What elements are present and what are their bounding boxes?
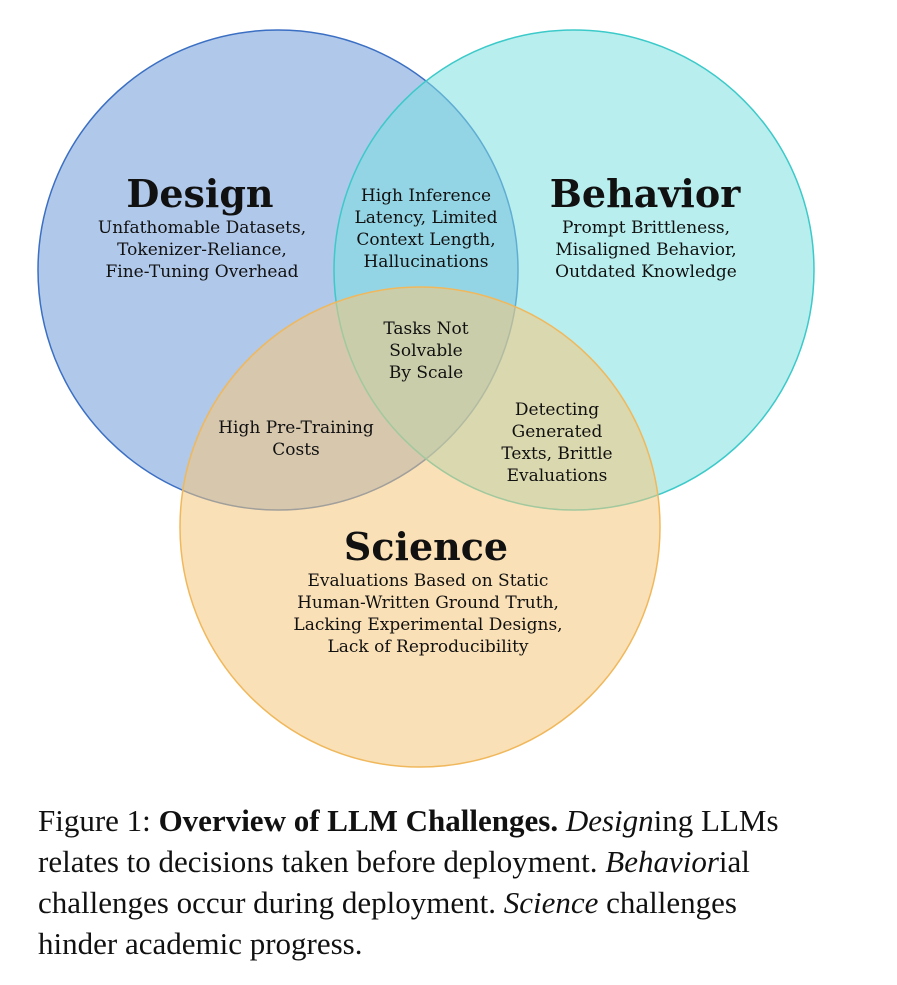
science-item-2: Human-Written Ground Truth, — [297, 593, 559, 613]
figure-caption: Figure 1: Overview of LLM Challenges. De… — [38, 800, 818, 964]
caption-design-text: ing LLMs relates to decisions taken befo… — [38, 803, 779, 879]
design-item-3: Fine-Tuning Overhead — [105, 262, 298, 282]
caption-science-italic: Science — [503, 885, 599, 920]
behavior-title: Behavior — [550, 171, 741, 216]
behavior-science-line-1: Detecting — [515, 400, 599, 420]
design-behavior-line-3: Context Length, — [356, 230, 495, 250]
behavior-item-1: Prompt Brittleness, — [562, 218, 730, 238]
behavior-science-line-2: Generated — [512, 422, 603, 442]
behavior-item-2: Misaligned Behavior, — [555, 240, 736, 260]
behavior-item-3: Outdated Knowledge — [555, 262, 737, 282]
center-line-2: Solvable — [389, 341, 462, 361]
caption-science-text: challenges hinder academic progress. — [38, 885, 737, 961]
design-item-2: Tokenizer-Reliance, — [117, 240, 287, 260]
caption-behavior-italic: Behavior — [605, 844, 719, 879]
caption-design-italic: Design — [565, 803, 654, 838]
venn-diagram: Design Unfathomable Datasets, Tokenizer-… — [37, 29, 815, 768]
behavior-science-line-3: Texts, Brittle — [501, 444, 612, 464]
science-circle — [179, 286, 661, 768]
design-science-line-1: High Pre-Training — [218, 418, 374, 438]
design-item-1: Unfathomable Datasets, — [98, 218, 306, 238]
caption-label: Figure 1: — [38, 803, 151, 838]
design-behavior-line-2: Latency, Limited — [355, 208, 498, 228]
science-item-3: Lacking Experimental Designs, — [293, 615, 562, 635]
design-science-line-2: Costs — [272, 440, 320, 460]
science-item-4: Lack of Reproducibility — [327, 637, 528, 657]
caption-behavior-text: ial challenges occur during deployment. — [38, 844, 750, 920]
design-behavior-line-4: Hallucinations — [363, 252, 488, 272]
center-line-1: Tasks Not — [383, 319, 468, 339]
caption-bold-title: Overview of LLM Challenges. — [158, 803, 559, 838]
behavior-science-line-4: Evaluations — [507, 466, 608, 486]
design-title: Design — [126, 171, 273, 216]
design-behavior-line-1: High Inference — [361, 186, 491, 206]
center-line-3: By Scale — [389, 363, 463, 383]
science-title: Science — [344, 524, 508, 569]
science-item-1: Evaluations Based on Static — [308, 571, 549, 591]
